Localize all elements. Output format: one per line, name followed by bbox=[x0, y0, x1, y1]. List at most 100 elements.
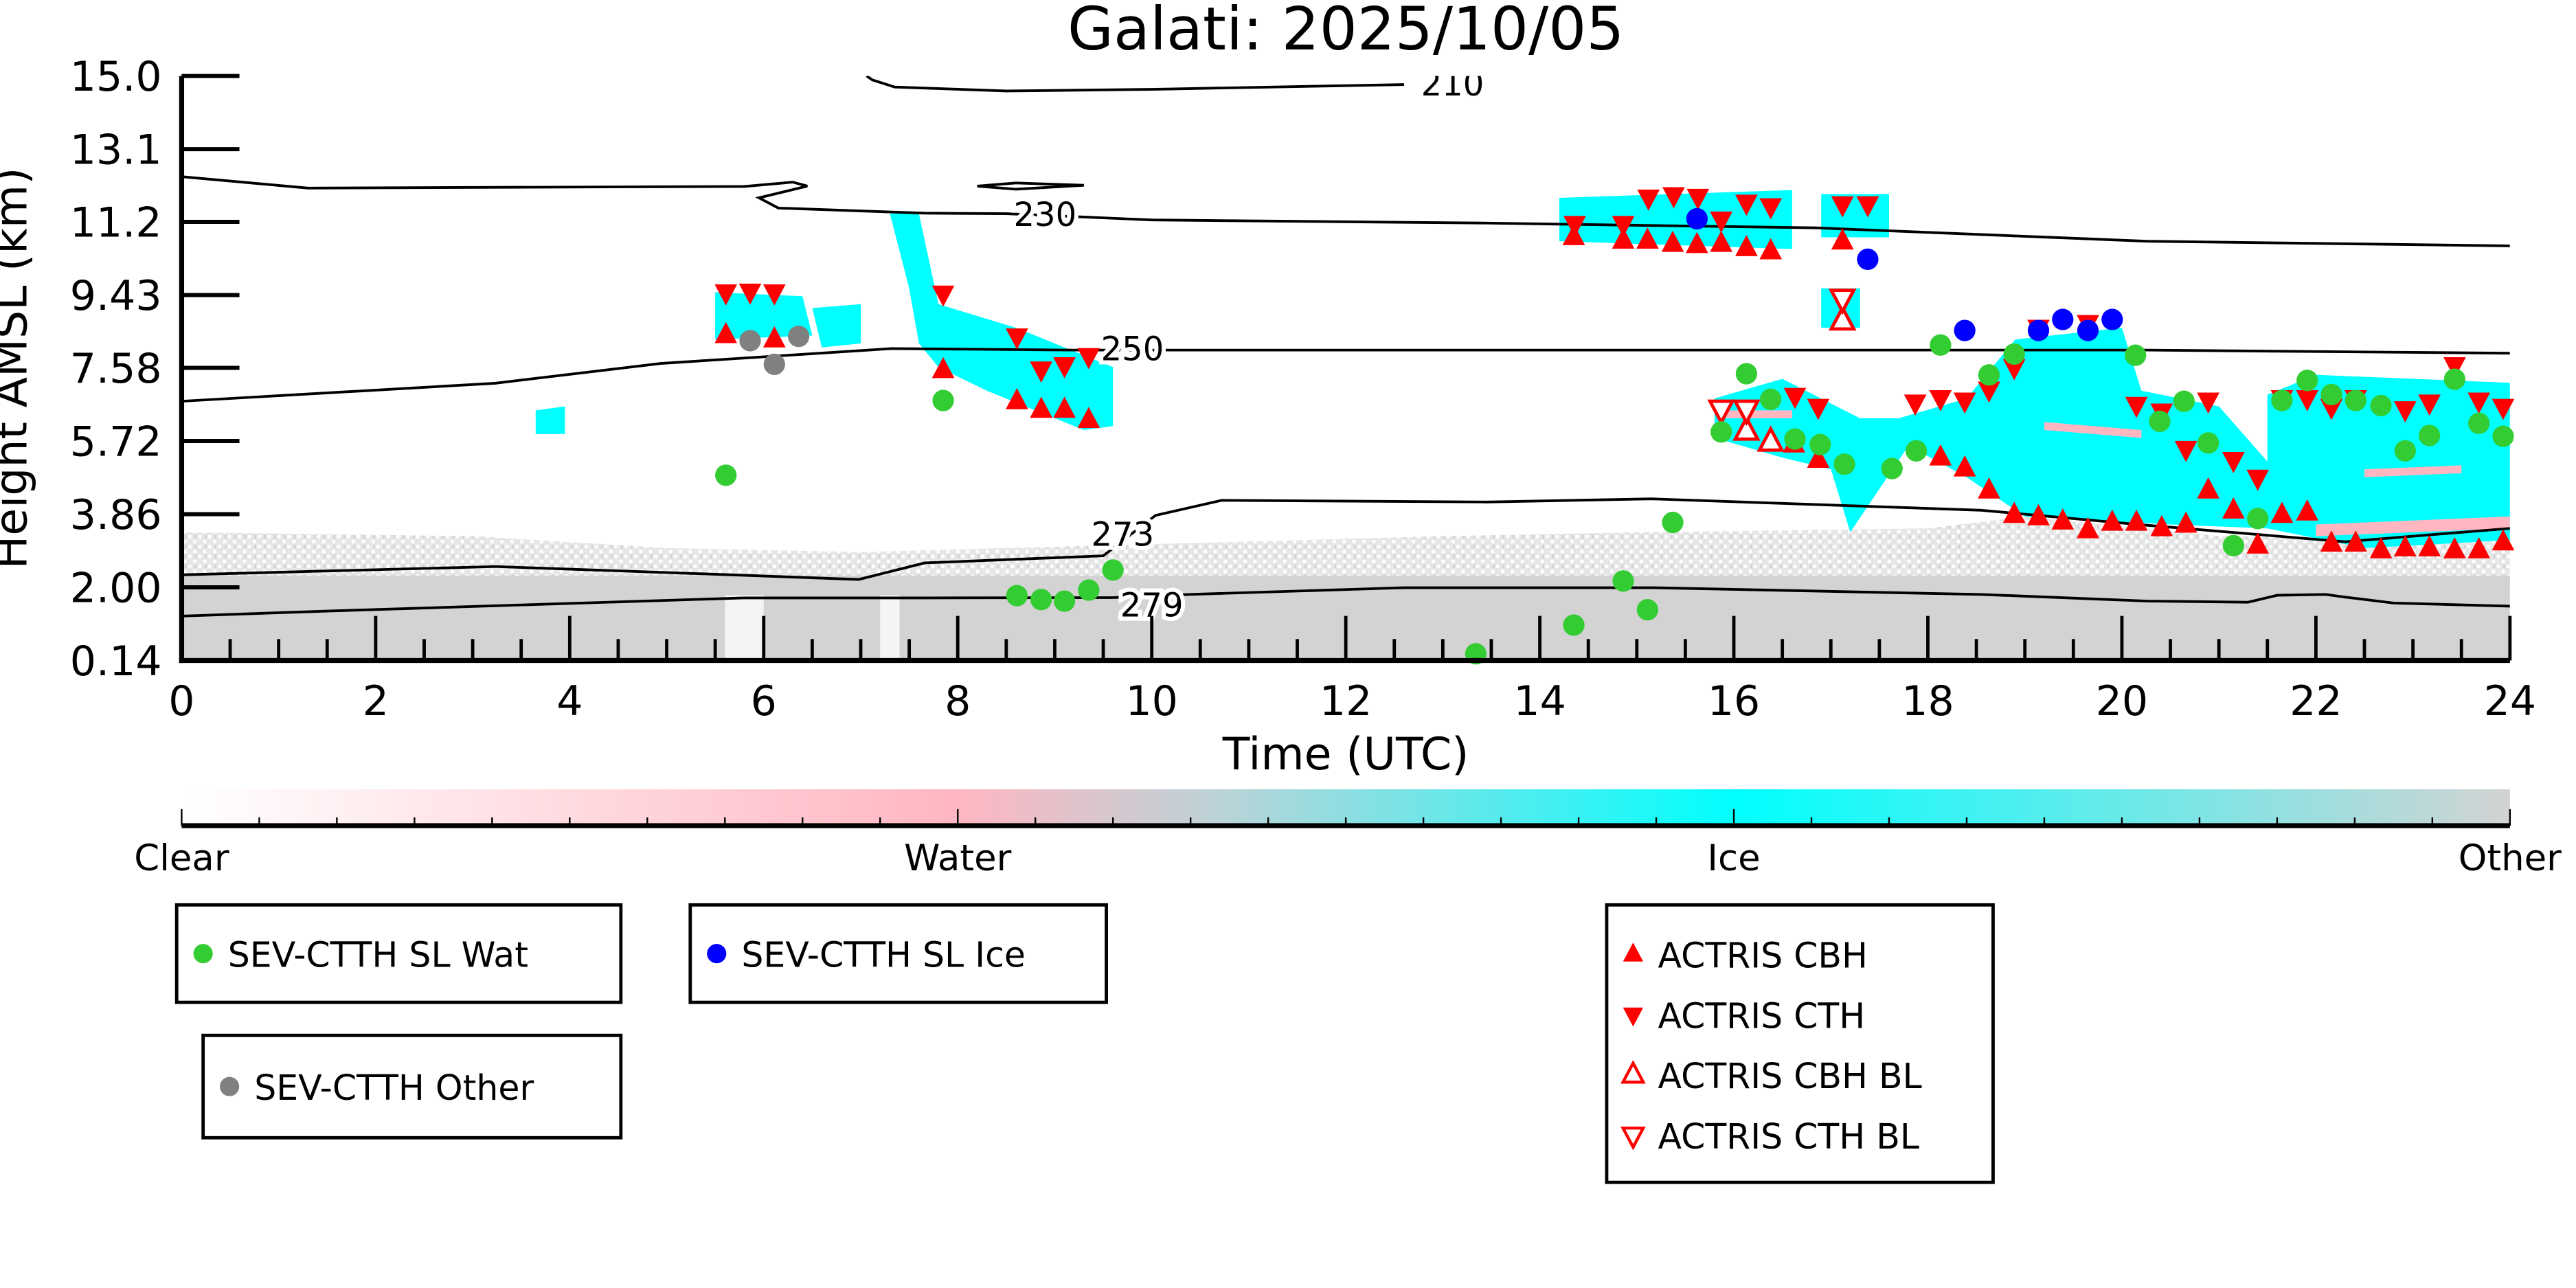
data-point bbox=[2443, 536, 2466, 558]
data-point bbox=[1759, 198, 1783, 220]
contour-line bbox=[181, 347, 2510, 403]
x-axis-label: Time (UTC) bbox=[1222, 729, 1469, 780]
data-point bbox=[1710, 230, 1733, 252]
data-point bbox=[1732, 399, 1761, 426]
data-point bbox=[2296, 370, 2318, 392]
data-point bbox=[715, 464, 737, 486]
legend-frame bbox=[174, 903, 623, 1004]
data-point bbox=[932, 389, 954, 411]
ice-region bbox=[715, 292, 813, 340]
data-point bbox=[1735, 194, 1758, 216]
data-point bbox=[1636, 227, 1659, 249]
legend-frame bbox=[201, 1033, 623, 1140]
data-point bbox=[1756, 425, 1785, 452]
legend-item: ACTRIS CBH bbox=[1623, 936, 1868, 976]
legend-label: SEV-CTTH SL Ice bbox=[741, 934, 1026, 975]
data-point bbox=[2149, 410, 2171, 432]
data-point bbox=[2320, 383, 2342, 406]
x-tick-label: 0 bbox=[168, 677, 194, 725]
colorbar-label-clear: Clear bbox=[134, 837, 229, 879]
data-point bbox=[2296, 390, 2319, 411]
data-point bbox=[1030, 361, 1053, 383]
contour-label: 250 bbox=[1101, 330, 1164, 368]
clear-gap-region bbox=[725, 595, 764, 661]
data-point bbox=[1807, 447, 1830, 468]
data-point bbox=[1053, 357, 1076, 379]
legend-marker-icon bbox=[193, 944, 213, 964]
data-point bbox=[2467, 536, 2490, 558]
data-point bbox=[1978, 364, 2000, 386]
data-point bbox=[1637, 189, 1660, 211]
data-point bbox=[931, 357, 955, 379]
data-point bbox=[2369, 536, 2393, 558]
series-actris-cbh-bl bbox=[1732, 304, 1857, 452]
data-point bbox=[2393, 535, 2417, 556]
y-tick-label: 0.14 bbox=[70, 637, 162, 686]
data-point bbox=[2027, 319, 2050, 341]
legend-box: SEV-CTTH SL Wat bbox=[174, 903, 623, 1004]
data-point bbox=[1661, 230, 1684, 252]
data-point bbox=[1953, 392, 1976, 414]
data-point bbox=[2150, 515, 2173, 536]
legend-marker-icon bbox=[1623, 942, 1644, 962]
y-tick-label: 7.58 bbox=[70, 345, 162, 393]
data-point bbox=[2222, 534, 2244, 556]
data-point bbox=[2443, 357, 2466, 379]
data-point bbox=[1053, 396, 1076, 418]
contour-label: 210 bbox=[1421, 65, 1484, 104]
data-point bbox=[1930, 334, 1952, 356]
data-point bbox=[2101, 308, 2123, 330]
colorbar-label-ice: Ice bbox=[1707, 837, 1760, 879]
data-point bbox=[2002, 501, 2026, 523]
x-tick-label: 2 bbox=[363, 677, 389, 725]
data-point bbox=[1053, 590, 1076, 612]
water-region bbox=[2364, 465, 2462, 477]
data-point bbox=[2394, 440, 2416, 462]
clear-gap-region bbox=[880, 595, 900, 661]
data-point bbox=[1828, 289, 1857, 315]
data-point bbox=[1735, 363, 1758, 385]
data-point bbox=[2247, 508, 2269, 530]
contour-line bbox=[181, 586, 2510, 618]
data-point bbox=[2125, 396, 2148, 418]
data-point bbox=[1030, 589, 1052, 611]
data-point bbox=[2197, 432, 2219, 454]
data-point bbox=[2197, 477, 2219, 499]
data-point bbox=[1006, 585, 1028, 607]
x-tick-label: 4 bbox=[556, 677, 583, 725]
series-actris-cbh bbox=[714, 224, 2515, 558]
data-point bbox=[1856, 196, 1879, 218]
legend-item: SEV-CTTH Other bbox=[220, 1067, 534, 1108]
y-tick-label: 15.0 bbox=[70, 53, 162, 101]
x-tick-label: 24 bbox=[2484, 677, 2536, 725]
data-point bbox=[1686, 207, 1708, 230]
legend-box: SEV-CTTH SL Ice bbox=[688, 903, 1108, 1004]
data-point bbox=[2344, 530, 2367, 552]
data-point bbox=[762, 326, 786, 348]
data-point bbox=[714, 321, 738, 343]
data-point bbox=[2222, 451, 2245, 473]
data-point bbox=[1612, 570, 1634, 592]
data-point bbox=[1783, 387, 1807, 409]
legend-box: SEV-CTTH Other bbox=[201, 1033, 623, 1140]
data-point bbox=[2468, 412, 2490, 434]
data-point bbox=[1929, 390, 1952, 411]
data-point bbox=[763, 353, 785, 375]
data-point bbox=[1905, 440, 1928, 462]
data-point bbox=[2002, 359, 2026, 381]
data-point bbox=[1006, 387, 1028, 409]
x-tick-label: 18 bbox=[1901, 677, 1954, 725]
data-point bbox=[1735, 235, 1758, 256]
data-point bbox=[1102, 559, 1124, 581]
data-point bbox=[1828, 304, 1857, 331]
legend-label: SEV-CTTH Other bbox=[254, 1067, 534, 1108]
data-point bbox=[1707, 399, 1736, 426]
data-point bbox=[1954, 319, 1976, 341]
data-point bbox=[2125, 509, 2148, 531]
legend-marker-icon bbox=[707, 944, 727, 964]
y-axis-label: Height AMSL (km) bbox=[0, 168, 37, 569]
water-region bbox=[1724, 410, 1792, 418]
